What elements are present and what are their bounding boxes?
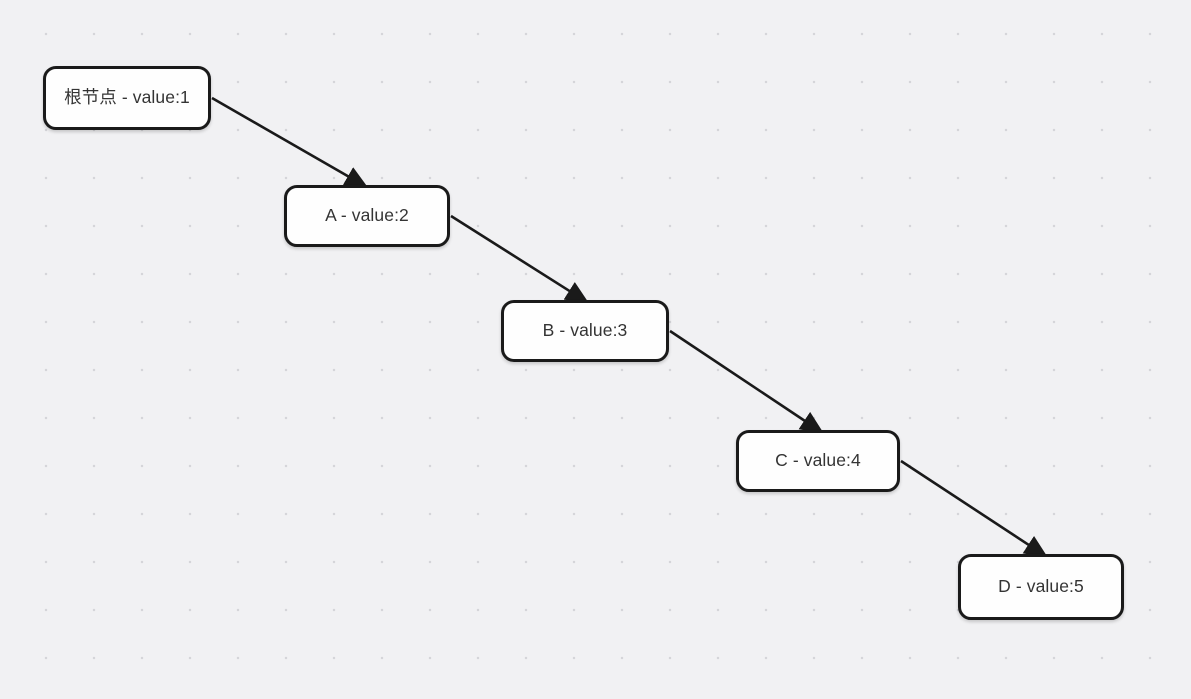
flow-edge[interactable] xyxy=(450,214,589,304)
flow-edge[interactable] xyxy=(900,459,1048,558)
flow-node-a[interactable]: A - value:2 xyxy=(284,185,450,247)
flow-node-label: 根节点 - value:1 xyxy=(64,87,190,108)
flow-node-c[interactable]: C - value:4 xyxy=(736,430,900,492)
flow-edge[interactable] xyxy=(211,96,369,188)
flow-edge[interactable] xyxy=(669,329,824,434)
flow-node-label: A - value:2 xyxy=(325,205,409,226)
flow-node-label: B - value:3 xyxy=(542,320,628,341)
flow-node-label: D - value:5 xyxy=(998,576,1084,597)
flow-node-root[interactable]: 根节点 - value:1 xyxy=(43,66,211,130)
flow-node-b[interactable]: B - value:3 xyxy=(501,300,669,362)
flow-node-d[interactable]: D - value:5 xyxy=(958,554,1124,620)
flow-node-label: C - value:4 xyxy=(775,450,861,471)
